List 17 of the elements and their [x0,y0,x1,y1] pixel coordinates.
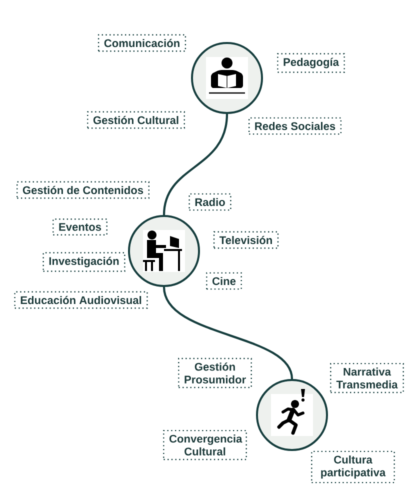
dotted-label-box: Educación Audiovisual [14,291,148,309]
dotted-label-box: Cultura participativa [311,450,395,484]
dotted-label-box: Pedagogía [277,53,345,73]
dotted-label-box: Gestión Prosumidor [178,358,252,388]
connector-curve [162,114,228,216]
dotted-label-box: Investigación [42,252,126,272]
dotted-label-box: Comunicación [98,34,186,52]
connector-curve [162,286,294,380]
dotted-label-box: Eventos [52,218,108,236]
dotted-label-box: Narrativa Transmedia [330,362,404,394]
dotted-label-box: Redes Sociales [248,117,342,135]
dotted-label-box: Gestión Cultural [87,111,185,129]
dotted-label-box: Cine [206,272,242,290]
dotted-label-box: Convergencia Cultural [163,430,247,460]
dotted-label-box: Televisión [213,231,279,249]
dotted-label-box: Radio [188,193,232,211]
dotted-label-box: Gestión de Contenidos [16,181,150,199]
